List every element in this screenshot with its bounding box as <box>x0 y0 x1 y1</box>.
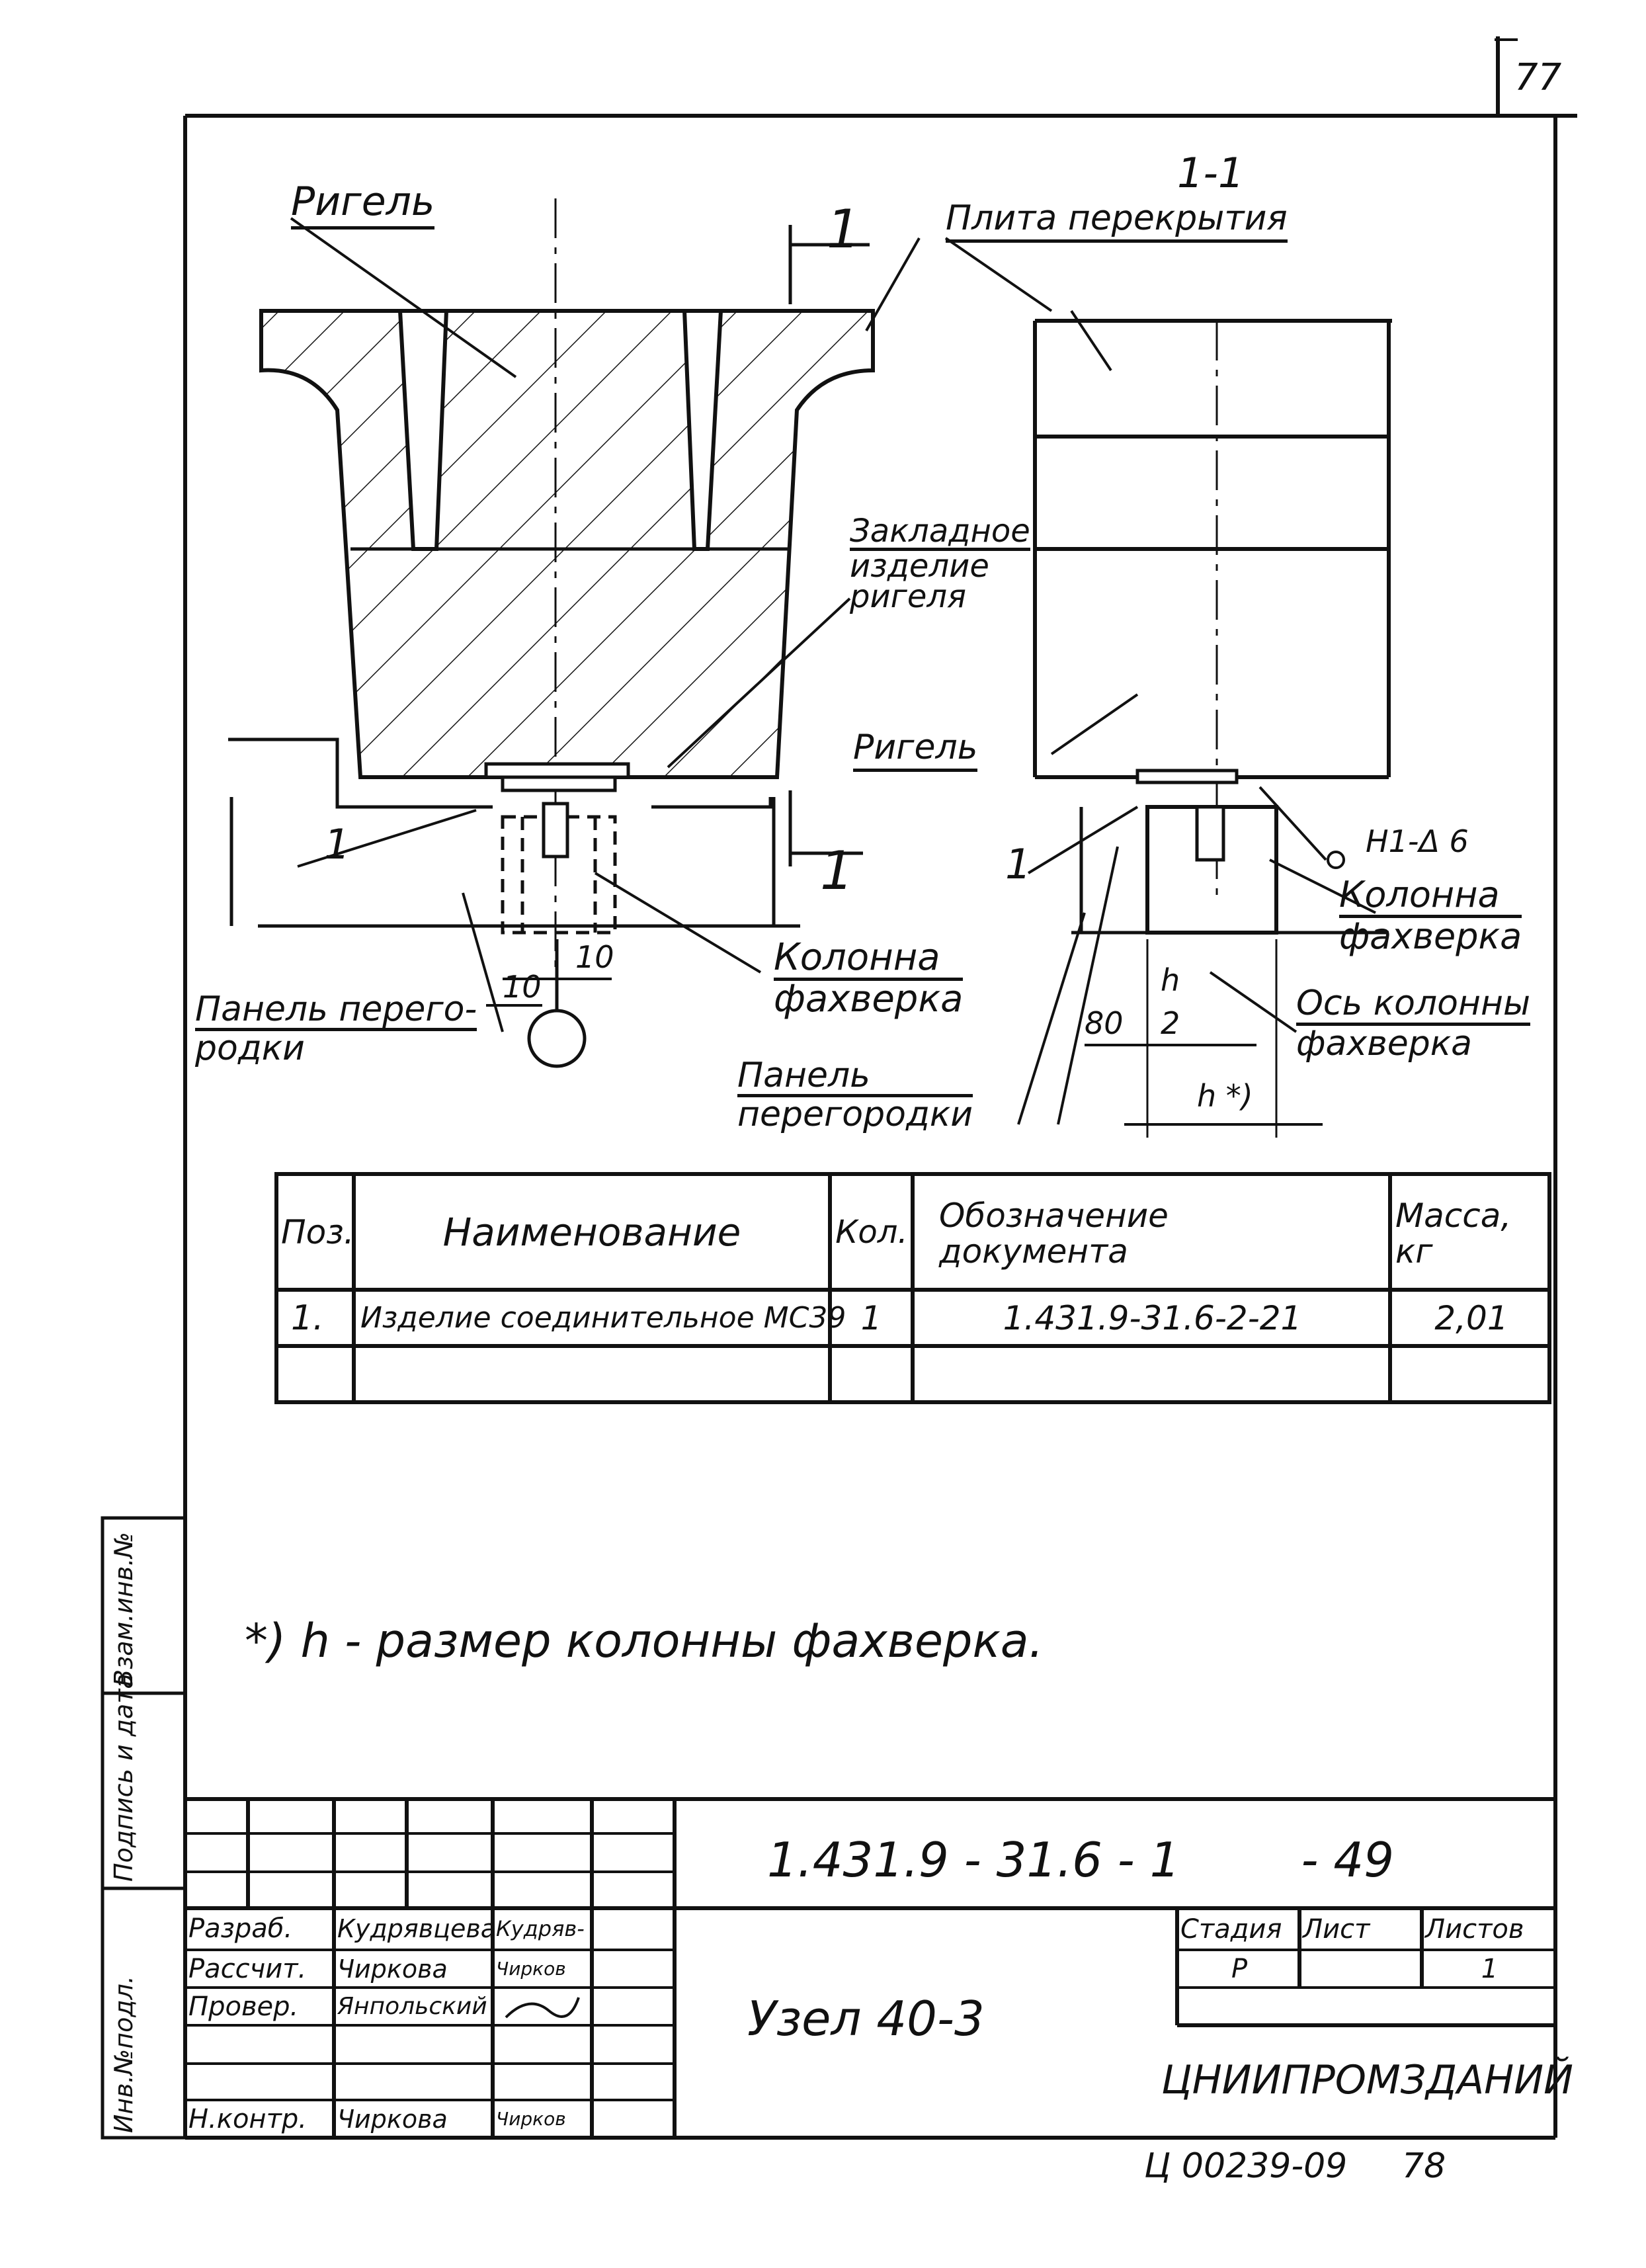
footnote: *) h - размер колонны фахверка. <box>245 1614 1044 1668</box>
sheet-number: 77 <box>1514 56 1562 99</box>
dim-h-half-den: 2 <box>1161 1005 1180 1041</box>
label-embedded-2: изделие <box>850 548 989 585</box>
stamp-replace: Взам.инв.№ <box>109 1532 138 1687</box>
label-panel-center-2: перегородки <box>737 1095 973 1134</box>
label-column-left: Колонна фахверка <box>774 939 964 1021</box>
rigel-section-left <box>259 309 875 779</box>
label-panel-left-2: родки <box>195 1029 305 1068</box>
stamp-inv: Инв.№подл. <box>109 1975 138 2133</box>
signature-mark <box>505 1997 580 2019</box>
sheets-value: 1 <box>1481 1953 1499 1984</box>
label-embedded-3: ригеля <box>850 578 966 615</box>
label-embedded: Закладное изделие ригеля <box>850 513 1030 615</box>
role-name: Янпольский <box>337 1993 487 2020</box>
label-column-left-1: Колонна <box>774 939 964 981</box>
label-embedded-1: Закладное <box>850 513 1030 551</box>
label-column-right: Колонна фахверка <box>1339 876 1522 955</box>
label-panel-left-1: Панель перего- <box>195 992 477 1031</box>
role-sign: Чирков <box>496 2108 566 2130</box>
label-rigel-right: Ригель <box>853 728 978 772</box>
archive-code: Ц 00239-09 <box>1144 2146 1348 2186</box>
sheets-header: Листов <box>1425 1914 1524 1945</box>
side-stamp-frame <box>101 1516 187 2140</box>
label-column-left-2: фахверка <box>774 978 964 1021</box>
archive-page: 78 <box>1402 2146 1446 2186</box>
label-column-right-2: фахверка <box>1339 915 1522 957</box>
label-panel-center: Панель перегородки <box>737 1058 973 1132</box>
sheet-header: Лист <box>1303 1914 1370 1945</box>
spec-cell-qty: 1 <box>860 1298 882 1337</box>
dim-80: 80 <box>1085 1005 1124 1041</box>
spec-header-doc: Обозначение документа <box>939 1197 1169 1271</box>
role-name: Чиркова <box>337 2104 448 2134</box>
stage-header: Стадия <box>1180 1914 1282 1945</box>
dim-10-b: 10 <box>503 969 542 1005</box>
spec-cell-doc: 1.431.9-31.6-2-21 <box>1003 1298 1302 1337</box>
dim-h-half-num: h <box>1161 962 1180 998</box>
role-sign: Чирков <box>496 1958 566 1980</box>
label-rigel-top: Ригель <box>291 179 435 230</box>
label-axis: Ось колонны фахверка <box>1296 986 1531 1064</box>
spec-table-grid <box>274 1172 1551 1404</box>
spec-header-pos: Поз. <box>281 1212 354 1251</box>
organization: ЦНИИПРОМЗДАНИЙ <box>1161 2057 1574 2103</box>
label-panel-left: Панель перего- родки <box>195 992 477 1066</box>
section-title-1-1: 1-1 <box>1177 149 1245 197</box>
spec-cell-mass: 2,01 <box>1434 1298 1508 1337</box>
spec-header-name: Наименование <box>442 1209 741 1255</box>
sheet-value <box>1303 1950 1420 1988</box>
stage-value: Р <box>1231 1953 1248 1984</box>
role-label: Рассчит. <box>188 1953 307 1984</box>
role-label: Н.контр. <box>188 2103 307 2134</box>
role-label: Разраб. <box>188 1913 293 1944</box>
role-sign: Кудряв- <box>496 1916 585 1941</box>
role-name: Чиркова <box>337 1954 448 1984</box>
document-designation: 1.431.9 - 31.6 - 1 - 49 <box>767 1832 1395 1888</box>
label-slab: Плита перекрытия <box>946 198 1288 243</box>
spec-cell-name: Изделие соединительное МС39 <box>360 1301 846 1335</box>
stamp-sign-date: Подпись и дата <box>109 1673 138 1882</box>
label-pos-left: 1 <box>324 820 350 868</box>
section-mark-top: 1 <box>827 198 860 260</box>
role-label: Провер. <box>188 1991 299 2022</box>
section-mark-bottom: 1 <box>820 840 854 902</box>
node-title: Узел 40-3 <box>747 1991 985 2046</box>
spec-header-mass: Масса, кг <box>1395 1197 1512 1271</box>
label-weld: Н1-Δ 6 <box>1366 823 1469 859</box>
title-block-grid <box>185 1797 1555 2138</box>
dim-10-a: 10 <box>575 939 614 975</box>
label-panel-center-1: Панель <box>737 1058 973 1097</box>
dim-h: h *) <box>1197 1078 1253 1114</box>
label-column-right-1: Колонна <box>1339 876 1522 918</box>
spec-cell-pos: 1. <box>291 1298 324 1338</box>
label-axis-1: Ось колонны <box>1296 986 1531 1026</box>
role-name: Кудрявцева <box>337 1914 497 1943</box>
label-axis-2: фахверка <box>1296 1024 1473 1064</box>
section-1-1 <box>1027 310 1392 1138</box>
label-pos-right: 1 <box>1005 840 1032 888</box>
spec-header-qty: Кол. <box>835 1213 908 1251</box>
